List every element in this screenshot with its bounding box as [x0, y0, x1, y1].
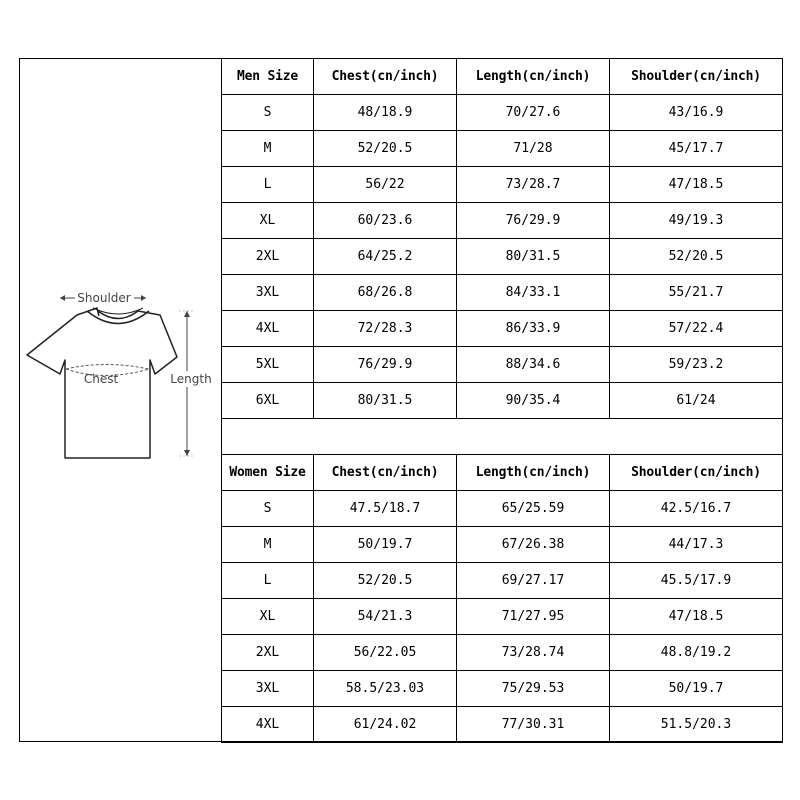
- table-cell: 76/29.9: [456, 202, 610, 239]
- table-cell: 69/27.17: [456, 562, 610, 599]
- tshirt-diagram-cell: Shoulder Chest Length: [19, 58, 222, 742]
- tshirt-outline-icon: [26, 307, 178, 459]
- table-cell: 51.5/20.3: [609, 706, 783, 743]
- table-cell: 58.5/23.03: [313, 670, 457, 707]
- table-cell: 50/19.7: [313, 526, 457, 563]
- table-cell: 72/28.3: [313, 310, 457, 347]
- men-header-cell: Chest(cn/inch): [313, 58, 457, 95]
- men-header-cell: Length(cn/inch): [456, 58, 610, 95]
- tshirt-measurement-diagram: Shoulder Chest Length: [26, 291, 213, 459]
- table-cell: 68/26.8: [313, 274, 457, 311]
- table-cell: 52/20.5: [609, 238, 783, 275]
- table-cell: S: [221, 94, 314, 131]
- table-cell: 49/19.3: [609, 202, 783, 239]
- length-label: Length: [170, 372, 211, 386]
- table-cell: 47.5/18.7: [313, 490, 457, 527]
- table-cell: 3XL: [221, 274, 314, 311]
- table-cell: 4XL: [221, 310, 314, 347]
- table-cell: 71/27.95: [456, 598, 610, 635]
- table-cell: 47/18.5: [609, 598, 783, 635]
- table-cell: S: [221, 490, 314, 527]
- table-cell: 56/22: [313, 166, 457, 203]
- women-header-cell: Chest(cn/inch): [313, 454, 457, 491]
- table-cell: 52/20.5: [313, 130, 457, 167]
- table-cell: 65/25.59: [456, 490, 610, 527]
- table-cell: 67/26.38: [456, 526, 610, 563]
- table-cell: 57/22.4: [609, 310, 783, 347]
- table-cell: 45.5/17.9: [609, 562, 783, 599]
- table-cell: 50/19.7: [609, 670, 783, 707]
- table-cell: 2XL: [221, 634, 314, 671]
- table-cell: XL: [221, 598, 314, 635]
- table-cell: 73/28.74: [456, 634, 610, 671]
- table-cell: 52/20.5: [313, 562, 457, 599]
- chest-label: Chest: [84, 372, 119, 386]
- women-header-cell: Length(cn/inch): [456, 454, 610, 491]
- women-header-cell: Women Size: [221, 454, 314, 491]
- table-cell: 44/17.3: [609, 526, 783, 563]
- table-cell: 80/31.5: [456, 238, 610, 275]
- table-cell: 61/24: [609, 382, 783, 419]
- table-cell: 48.8/19.2: [609, 634, 783, 671]
- table-cell: XL: [221, 202, 314, 239]
- table-cell: 54/21.3: [313, 598, 457, 635]
- shoulder-label: Shoulder: [77, 291, 131, 305]
- table-cell: 80/31.5: [313, 382, 457, 419]
- table-cell: 5XL: [221, 346, 314, 383]
- table-cell: 76/29.9: [313, 346, 457, 383]
- table-cell: 3XL: [221, 670, 314, 707]
- table-cell: L: [221, 166, 314, 203]
- men-header-cell: Men Size: [221, 58, 314, 95]
- table-separator-row: [221, 418, 783, 454]
- table-cell: L: [221, 562, 314, 599]
- table-cell: 60/23.6: [313, 202, 457, 239]
- table-cell: 84/33.1: [456, 274, 610, 311]
- table-cell: 88/34.6: [456, 346, 610, 383]
- table-cell: 42.5/16.7: [609, 490, 783, 527]
- table-cell: 47/18.5: [609, 166, 783, 203]
- table-cell: 4XL: [221, 706, 314, 743]
- table-cell: 70/27.6: [456, 94, 610, 131]
- table-cell: M: [221, 526, 314, 563]
- table-cell: 43/16.9: [609, 94, 783, 131]
- table-cell: 61/24.02: [313, 706, 457, 743]
- table-cell: 73/28.7: [456, 166, 610, 203]
- table-cell: 86/33.9: [456, 310, 610, 347]
- table-cell: M: [221, 130, 314, 167]
- table-cell: 59/23.2: [609, 346, 783, 383]
- women-header-cell: Shoulder(cn/inch): [609, 454, 783, 491]
- men-header-cell: Shoulder(cn/inch): [609, 58, 783, 95]
- table-cell: 90/35.4: [456, 382, 610, 419]
- table-cell: 77/30.31: [456, 706, 610, 743]
- table-cell: 64/25.2: [313, 238, 457, 275]
- table-cell: 45/17.7: [609, 130, 783, 167]
- table-cell: 6XL: [221, 382, 314, 419]
- table-cell: 2XL: [221, 238, 314, 275]
- table-cell: 55/21.7: [609, 274, 783, 311]
- table-cell: 56/22.05: [313, 634, 457, 671]
- table-cell: 75/29.53: [456, 670, 610, 707]
- table-cell: 48/18.9: [313, 94, 457, 131]
- table-cell: 71/28: [456, 130, 610, 167]
